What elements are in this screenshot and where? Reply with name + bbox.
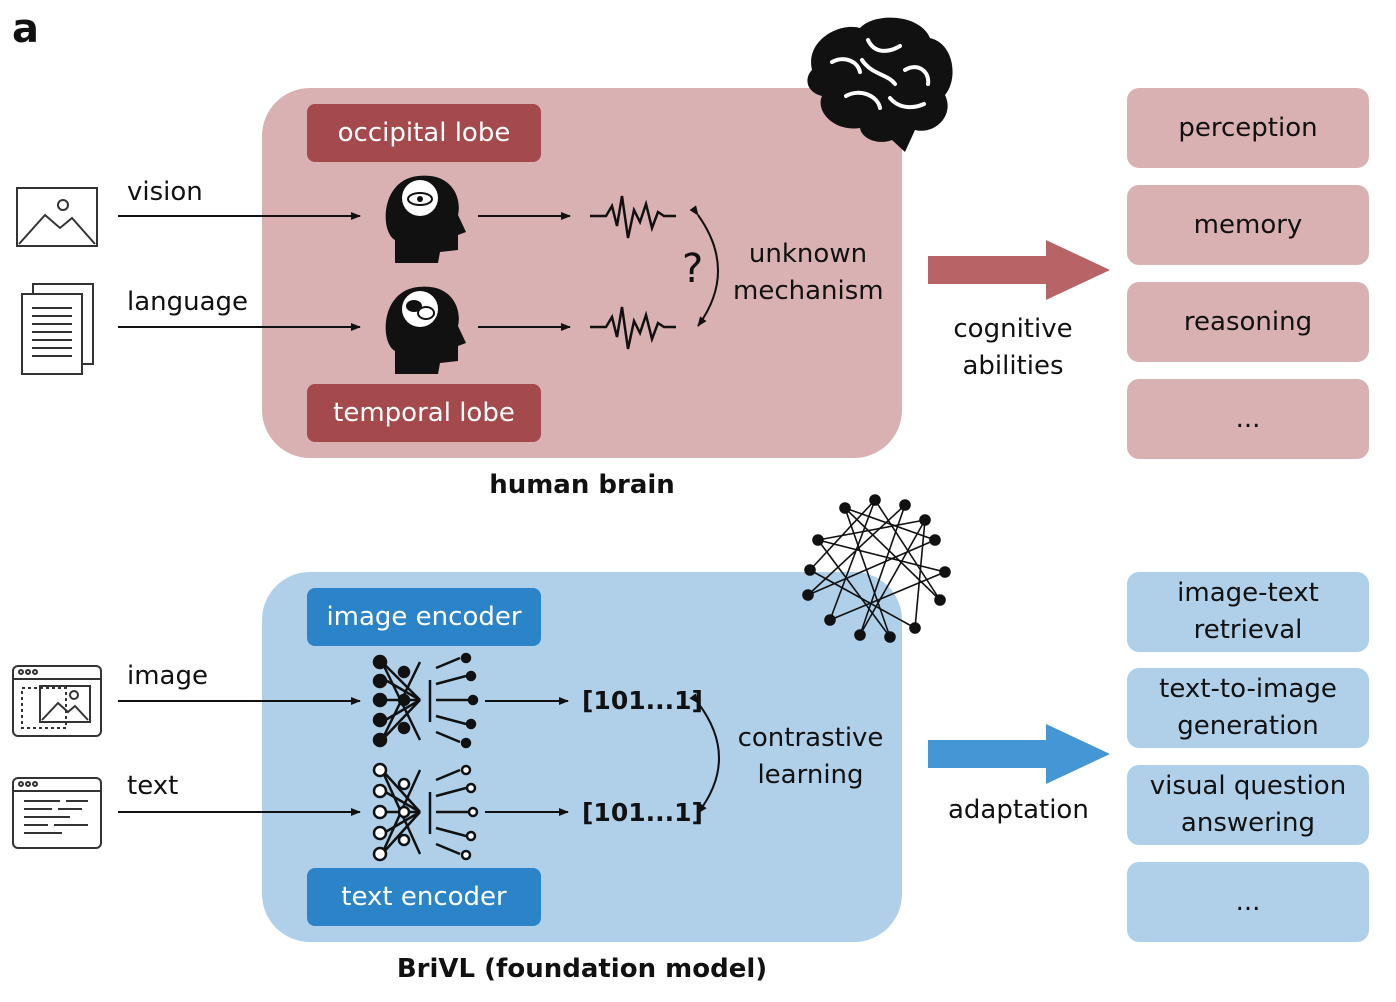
cognitive-abilities-label: cognitive abilities — [943, 311, 1083, 385]
arrow-label-line-2: abilities — [962, 351, 1064, 381]
head-speech-icon — [385, 286, 466, 374]
contrastive-line-2: learning — [757, 760, 864, 790]
human-brain-caption: human brain — [489, 470, 675, 500]
task-2-line-2: generation — [1177, 711, 1319, 741]
browser-image-icon — [12, 665, 102, 737]
image-input-label: image — [127, 661, 208, 691]
task-2-line-1: text-to-image — [1159, 674, 1337, 704]
language-label: language — [127, 287, 249, 317]
text-encoder-network-icon — [372, 762, 479, 862]
contrastive-learning-label: contrastive learning — [733, 720, 888, 794]
ability-memory: memory — [1127, 185, 1369, 265]
ability-more: ... — [1127, 379, 1369, 459]
signal-wave-icons — [590, 195, 676, 350]
bottom-double-arrow — [689, 693, 720, 814]
task-image-text-retrieval: image-text retrieval — [1127, 572, 1369, 652]
network-graph-icon — [802, 494, 951, 643]
top-double-arrow — [689, 205, 719, 327]
image-encoder-network-icon — [372, 652, 479, 749]
task-1-line-2: retrieval — [1193, 615, 1303, 645]
arrow-label-line-1: cognitive — [953, 314, 1073, 344]
text-input-label: text — [127, 771, 179, 801]
unknown-mechanism-label: unknown mechanism — [733, 236, 884, 310]
adaptation-label: adaptation — [948, 795, 1089, 825]
bottom-input-arrows — [118, 697, 569, 816]
image-icon — [16, 187, 98, 247]
head-eye-icon — [385, 175, 466, 263]
task-3-line-1: visual question — [1149, 771, 1347, 801]
occipital-lobe-tag: occipital lobe — [307, 104, 541, 162]
image-encoder-tag: image encoder — [307, 588, 541, 646]
temporal-lobe-tag: temporal lobe — [307, 384, 541, 442]
task-text-to-image-generation: text-to-image generation — [1127, 668, 1369, 748]
brivl-caption: BriVL (foundation model) — [396, 954, 768, 984]
panel-label: a — [12, 6, 39, 52]
cognitive-abilities-arrow — [928, 240, 1110, 300]
ability-perception: perception — [1127, 88, 1369, 168]
brain-icon — [807, 17, 953, 152]
vision-label: vision — [127, 177, 203, 207]
image-embedding: [101...1] — [582, 686, 703, 715]
adaptation-arrow — [928, 724, 1110, 784]
ability-reasoning: reasoning — [1127, 282, 1369, 362]
top-input-arrows — [118, 212, 571, 331]
text-encoder-tag: text encoder — [307, 868, 541, 926]
task-1-line-1: image-text — [1177, 578, 1319, 608]
text-embedding: [101...1] — [582, 798, 703, 827]
task-more: ... — [1127, 862, 1369, 942]
document-icon — [21, 283, 94, 375]
mechanism-line-2: mechanism — [733, 276, 884, 306]
mechanism-line-1: unknown — [748, 239, 868, 269]
contrastive-line-1: contrastive — [737, 723, 884, 753]
task-visual-question-answering: visual question answering — [1127, 765, 1369, 845]
browser-text-icon — [12, 777, 102, 849]
task-3-line-2: answering — [1180, 808, 1316, 838]
